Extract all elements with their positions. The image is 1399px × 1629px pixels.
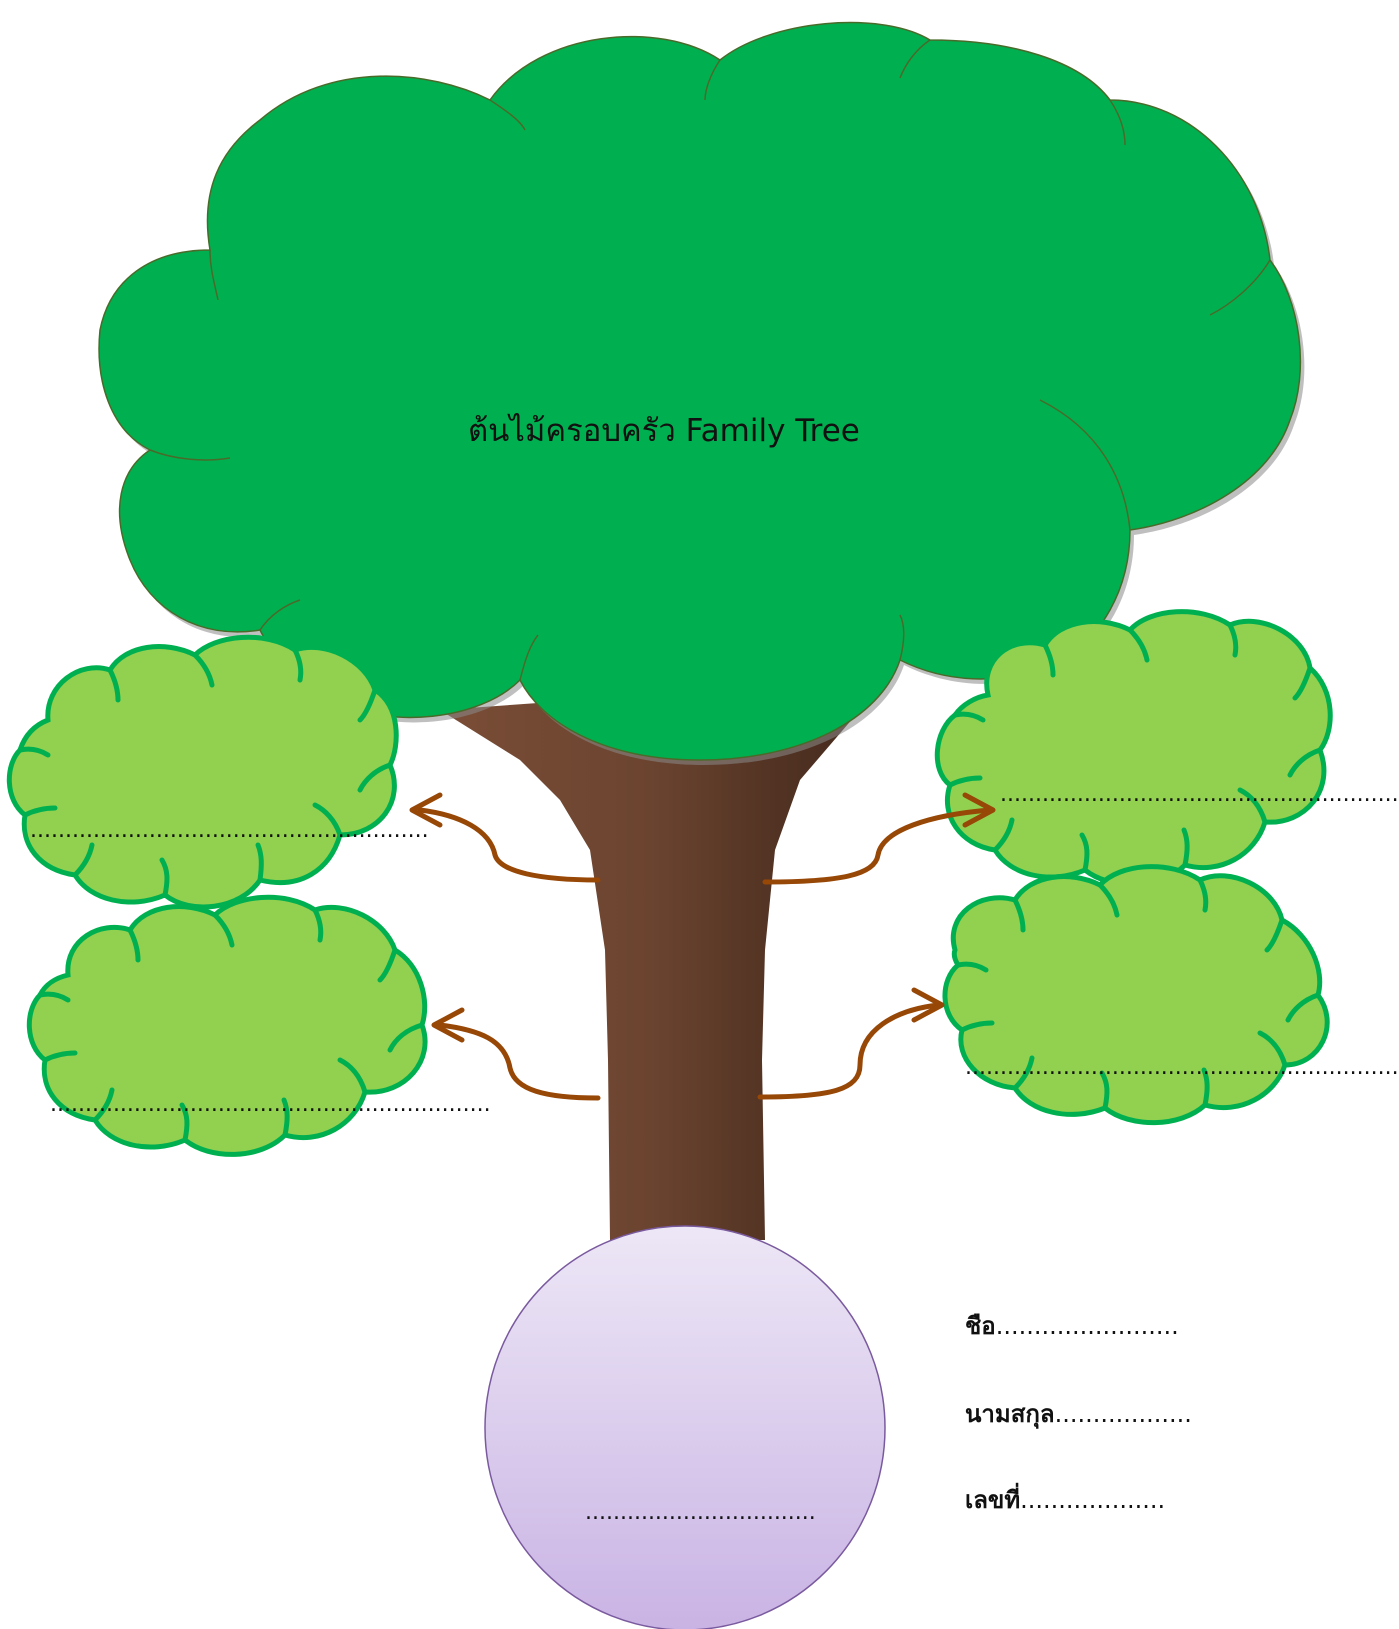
student-number-line: เลขที่................... — [965, 1480, 1165, 1519]
branch-blank-left-lower[interactable]: ........................................… — [50, 1092, 491, 1117]
arrow-left-upper — [417, 807, 601, 883]
tree-trunk — [440, 655, 905, 1240]
arrowhead-left-lower — [431, 1007, 465, 1043]
student-name-line: ชือ........................ — [965, 1306, 1179, 1345]
arrow-left-lower — [437, 1022, 601, 1101]
tree-canopy — [98, 21, 1302, 761]
student-number-blank[interactable]: ................... — [1020, 1486, 1166, 1514]
bush-right-lower — [942, 864, 1330, 1126]
student-surname-line: นามสกุล.................. — [965, 1394, 1192, 1433]
root-circle — [484, 1225, 886, 1629]
root-circle-blank[interactable]: ................................. — [585, 1500, 816, 1525]
student-number-label: เลขที่ — [965, 1486, 1021, 1514]
page-title: ต้นไม้ครอบครัว Family Tree — [468, 413, 860, 449]
arrowhead-right-lower — [911, 987, 945, 1023]
branch-blank-left-upper[interactable]: ........................................… — [30, 818, 429, 843]
bush-left-upper — [6, 634, 399, 910]
arrow-right-lower — [757, 1002, 941, 1100]
student-surname-blank[interactable]: .................. — [1054, 1400, 1192, 1428]
student-name-blank[interactable]: ........................ — [995, 1312, 1179, 1340]
branch-blank-right-upper[interactable]: ........................................… — [1000, 782, 1399, 807]
bush-lobe-lines — [17, 622, 1323, 1143]
student-surname-label: นามสกุล — [965, 1400, 1055, 1428]
canopy-lobe-lines — [149, 39, 1271, 681]
student-name-label: ชือ — [965, 1312, 996, 1340]
branch-blank-right-lower[interactable]: ........................................… — [965, 1055, 1399, 1080]
branch-arrows — [409, 792, 996, 1101]
arrowhead-left-upper — [409, 792, 443, 828]
arrowhead-right-upper — [962, 792, 996, 828]
arrow-right-upper — [762, 807, 993, 885]
